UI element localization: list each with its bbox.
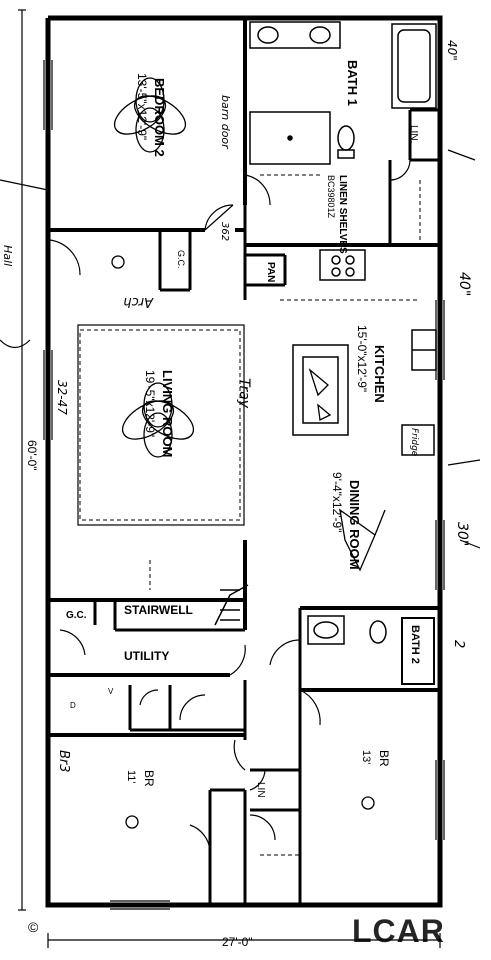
copyright-symbol: © <box>28 919 39 935</box>
bedroom3-dim: 11' <box>125 770 137 784</box>
thirty-note: 30" <box>454 522 470 546</box>
bedroom-br-name: BR <box>377 750 391 767</box>
pantry-label: PAN <box>265 262 276 282</box>
gc-top-label: G.C. <box>176 250 186 269</box>
bath1-name: BATH 1 <box>345 60 360 106</box>
dining-room-size: 9'-4"x12'-9" <box>330 472 344 532</box>
bedroom2-size: 13'-5"x12'-9" <box>135 73 149 140</box>
forty-note: 40" <box>456 272 472 296</box>
note-arrows <box>0 149 481 549</box>
ceiling-fan-icons <box>111 77 386 829</box>
fixtures <box>214 21 437 645</box>
hall-note: Hall <box>1 245 14 266</box>
stairwell-name: STAIRWELL <box>124 603 193 617</box>
barn-door-note: barn door <box>219 95 232 150</box>
lin-bottom-label: LIN <box>255 782 266 798</box>
dim-32-47-note: 32-47 <box>55 380 69 415</box>
handwritten-notes: barn door Arch Tray 32-47 362 40" 40" 30… <box>0 40 481 773</box>
light-icon-br3 <box>125 815 139 829</box>
dining-room-name: DINING ROOM <box>347 480 362 570</box>
fridge-note: Fridge <box>409 428 419 457</box>
light-icon-br <box>361 796 375 810</box>
dryer-label: D <box>70 701 76 710</box>
door-swings <box>49 159 411 851</box>
length-dimension: 60'-0" <box>25 440 39 471</box>
gc-utility-label: G.C. <box>66 610 87 621</box>
dimension-lines <box>18 9 441 948</box>
living-room-name: LIVING ROOM <box>160 370 175 457</box>
forty-top-note: 40" <box>445 40 459 61</box>
exterior-walls <box>45 15 443 908</box>
island-pendant-icon <box>308 368 332 421</box>
living-room-size: 19'-5"x12'-9" <box>143 370 157 437</box>
bedroom3-name: BR <box>142 770 156 787</box>
lin-top-label: LIN. <box>408 125 419 143</box>
windows <box>43 60 445 910</box>
linen-shelves-label: LINEN SHELVES <box>337 175 348 254</box>
utility-name: UTILITY <box>124 649 169 663</box>
fan-icon-bedroom2 <box>113 77 187 153</box>
lcar-logo: LCAR <box>352 913 445 949</box>
linen-code-label: BC39801Z <box>326 175 336 219</box>
br3-note: Br3 <box>56 750 71 773</box>
bedroom2-name: BEDROOM 2 <box>152 78 167 157</box>
interior-walls <box>48 18 440 905</box>
light-icon-hall <box>111 255 125 269</box>
dim-362-note: 362 <box>219 222 230 241</box>
bath2-name: BATH 2 <box>409 625 421 664</box>
ceiling-lines <box>77 174 421 856</box>
fan-icon-living <box>121 382 195 458</box>
washer-label: V <box>108 687 114 696</box>
kitchen-name: KITCHEN <box>372 345 387 403</box>
num-2-note: 2 <box>451 640 466 648</box>
arch-note: Arch <box>123 294 154 309</box>
dimension-labels: 60'-0" 27'-0" <box>25 440 253 949</box>
room-labels: BEDROOM 2 13'-5"x12'-9" BATH 1 LIN. LINE… <box>66 60 421 798</box>
kitchen-size: 15'-0"x12'-9" <box>355 325 369 392</box>
light-fixture-icon <box>339 508 386 572</box>
bedroom-br-dim: 13' <box>360 750 372 764</box>
tray-note: Tray <box>236 378 252 409</box>
width-dimension: 27'-0" <box>222 935 253 949</box>
